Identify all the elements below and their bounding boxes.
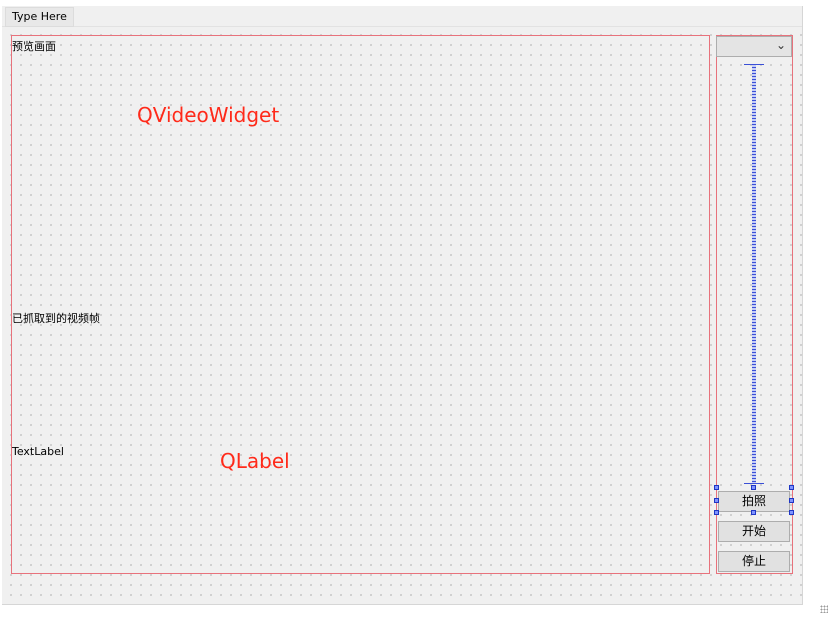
selection-handle[interactable]	[714, 510, 719, 515]
selection-handle[interactable]	[751, 485, 756, 490]
qvideowidget-annotation: QVideoWidget	[137, 103, 280, 127]
vertical-slider[interactable]	[752, 64, 756, 484]
camera-select-combobox[interactable]: ⌄	[716, 36, 792, 57]
slider-bottom-tick	[744, 483, 764, 484]
selection-handle[interactable]	[789, 510, 794, 515]
preview-title-label[interactable]: 预览画面	[12, 40, 56, 53]
captured-frame-title-label[interactable]: 已抓取到的视频帧	[12, 312, 100, 325]
selection-handle[interactable]	[714, 498, 719, 503]
selection-handle[interactable]	[751, 510, 756, 515]
captured-frame-text-label[interactable]: TextLabel	[12, 445, 64, 458]
stop-button[interactable]: 停止	[718, 551, 790, 572]
selection-handle[interactable]	[714, 485, 719, 490]
menu-bar[interactable]: Type Here	[2, 6, 802, 27]
selection-handle[interactable]	[789, 485, 794, 490]
resize-grip-icon[interactable]	[820, 605, 828, 613]
right-layout-frame[interactable]	[716, 35, 793, 574]
designer-form-canvas	[2, 6, 803, 605]
capture-button[interactable]: 拍照	[718, 491, 790, 512]
chevron-down-icon[interactable]: ⌄	[775, 38, 786, 52]
qlabel-annotation: QLabel	[220, 449, 290, 473]
left-layout-frame[interactable]	[11, 35, 710, 574]
menu-type-here[interactable]: Type Here	[5, 7, 74, 27]
selection-handle[interactable]	[789, 498, 794, 503]
start-button[interactable]: 开始	[718, 521, 790, 542]
